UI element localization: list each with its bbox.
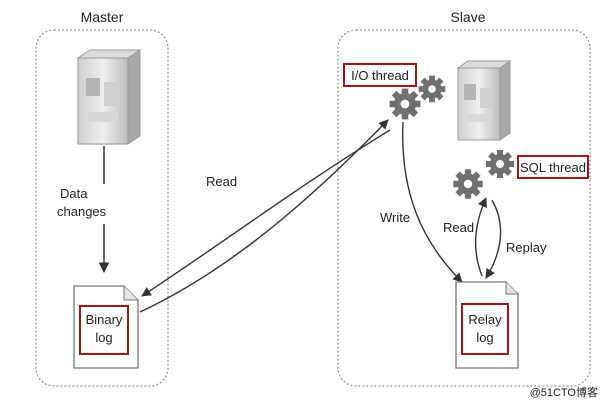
replay-label: Replay [506, 240, 547, 255]
binary-log-label-1: Binary [86, 312, 123, 327]
read-arrow-to-io-thread [139, 119, 389, 313]
slave-title: Slave [450, 9, 485, 25]
binary-log-label-box [79, 305, 129, 355]
read-arrow-label: Read [206, 174, 237, 189]
replay-arrow [485, 199, 502, 279]
io-thread-box [343, 63, 417, 87]
sql-read-arrow [474, 197, 487, 277]
write-label: Write [380, 210, 410, 225]
master-panel [35, 29, 169, 387]
slave-server-icon [456, 60, 512, 141]
binary-log-label-2: log [95, 330, 112, 345]
sql-thread-gear-icon [453, 150, 514, 199]
relay-log-label-1: Relay [468, 312, 502, 327]
io-thread-label: I/O thread [351, 68, 409, 83]
watermark: @51CTO博客 [530, 385, 598, 399]
write-arrow [402, 121, 463, 283]
master-title: Master [81, 9, 124, 25]
slave-panel [337, 29, 591, 387]
master-server-icon [76, 49, 142, 145]
relay-log-label-box [461, 303, 509, 355]
relay-log-label-2: log [476, 330, 493, 345]
data-changes-label-1: Data [60, 186, 88, 201]
sql-thread-label: SQL thread [520, 160, 586, 175]
sql-read-label: Read [443, 220, 474, 235]
data-changes-label-2: changes [57, 204, 107, 219]
sql-thread-box [517, 155, 589, 179]
